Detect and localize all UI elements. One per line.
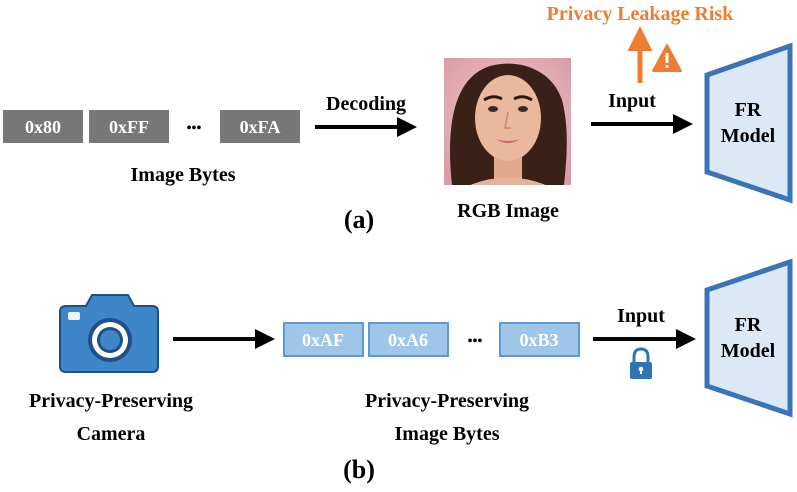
input-label-a: Input [608,90,656,112]
image-bytes-caption: Image Bytes [131,164,236,186]
panel-b: Privacy-Preserving Camera 0xAF 0xA6 ••• … [29,258,793,484]
byte-label-b-2: 0xB3 [519,330,558,350]
pp-bytes-caption-line2: Image Bytes [395,423,500,445]
camera-icon [59,294,159,373]
fr-model-b-line1: FR [735,314,762,336]
rgb-face-image [444,58,571,185]
decoding-label: Decoding [326,93,406,115]
fr-model-a-line2: Model [721,125,776,147]
panel-label-b: (b) [343,455,375,484]
rgb-image-caption: RGB Image [457,200,559,222]
byte-box-b-0 [283,322,364,357]
byte-label-b-1: 0xA6 [388,330,428,350]
camera-caption-line1: Privacy-Preserving [29,390,193,412]
byte-box-a-0 [3,110,83,143]
fr-model-a [704,42,793,204]
privacy-risk-label: Privacy Leakage Risk [547,3,735,25]
byte-label-a-0: 0x80 [25,117,61,137]
input-label-b: Input [617,305,665,327]
byte-box-b-1 [368,322,449,357]
byte-box-a-2 [220,110,300,143]
byte-box-a-1 [89,110,169,143]
byte-label-a-1: 0xFF [109,117,149,137]
ellipsis-b: ••• [468,334,483,349]
camera-caption-line2: Camera [77,423,146,445]
pp-bytes-caption-line1: Privacy-Preserving [365,390,529,412]
byte-label-a-2: 0xFA [240,117,281,137]
fr-model-a-line1: FR [735,99,762,121]
byte-label-b-0: 0xAF [302,330,344,350]
panel-label-a: (a) [344,205,374,234]
warning-icon [652,44,682,72]
ellipsis-a: ••• [187,121,202,136]
byte-box-b-2 [499,322,580,357]
lock-icon [630,347,652,379]
fr-model-b-line2: Model [721,340,776,362]
panel-a: 0x80 0xFF ••• 0xFA Image Bytes Decoding [3,3,793,234]
fr-model-b [704,258,793,418]
